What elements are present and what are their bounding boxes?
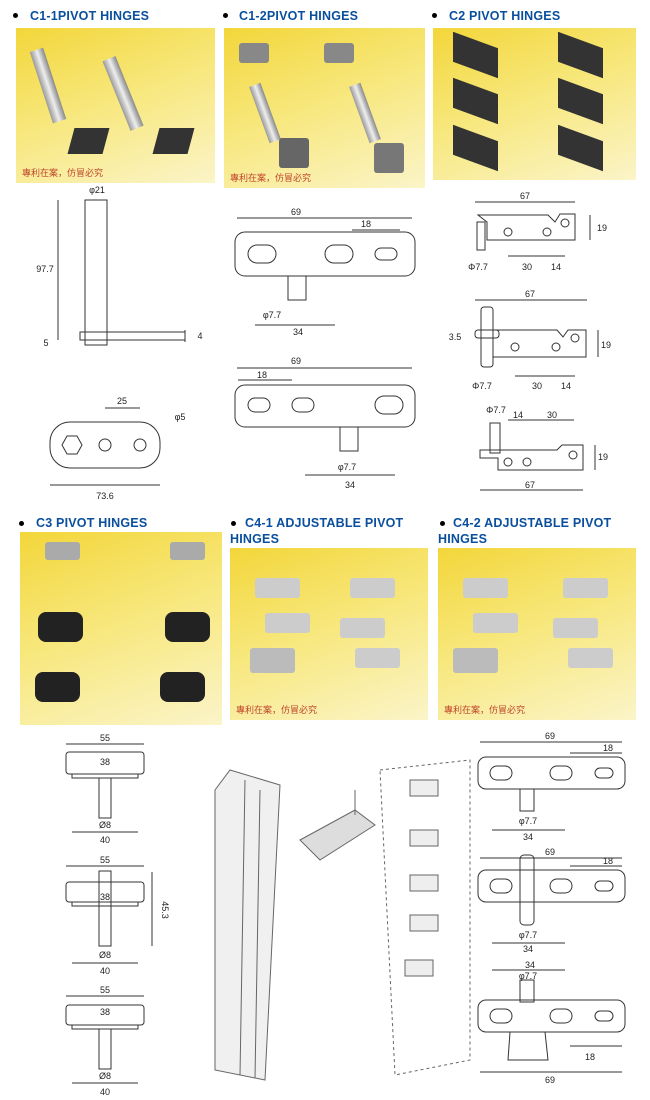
section-title-c1-1: C1-1PIVOT HINGES xyxy=(30,9,150,23)
section-title-c4-2: C4-2 ADJUSTABLE PIVOT HINGES xyxy=(438,516,612,546)
dim-label: Φ7.7 xyxy=(486,405,506,415)
dim-label: 18 xyxy=(603,743,613,753)
dim-label: φ7.7 xyxy=(263,310,281,320)
dim-label: 14 xyxy=(551,262,561,272)
dim-label: Φ7.7 xyxy=(472,381,492,391)
dim-label: 69 xyxy=(291,356,301,366)
bullet-icon xyxy=(440,521,445,526)
dim-label: 45.3 xyxy=(160,901,170,919)
dim-label: φ7.7 xyxy=(519,930,537,940)
dim-label: φ7.7 xyxy=(519,816,537,826)
dim-label: φ7.7 xyxy=(519,971,537,981)
dim-label: 55 xyxy=(100,733,110,743)
bullet-icon xyxy=(432,13,437,18)
dim-label: Ø8 xyxy=(99,950,111,960)
dim-label: 30 xyxy=(532,381,542,391)
dim-label: 14 xyxy=(513,410,523,420)
dim-label: 19 xyxy=(601,340,611,350)
section-title-c1-2: C1-2PIVOT HINGES xyxy=(239,9,359,23)
dim-label: 3.5 xyxy=(449,332,462,342)
dim-label: 69 xyxy=(545,731,555,741)
drawing-c4-2-top: 69 18 φ7.7 34 xyxy=(477,731,626,842)
dim-label: 38 xyxy=(100,757,110,767)
product-photo-c3 xyxy=(20,532,222,725)
drawing-c4-2-middle: 69 18 φ7.7 34 xyxy=(477,847,626,954)
dim-label: 30 xyxy=(522,262,532,272)
dim-label: 34 xyxy=(293,327,303,337)
bullet-icon xyxy=(223,13,228,18)
watermark-text: 專利在案，仿冒必究 xyxy=(22,169,104,179)
product-photo-c2 xyxy=(433,28,636,180)
section-title-c4-1: C4-1 ADJUSTABLE PIVOT HINGES xyxy=(230,516,404,546)
drawing-c2-bottom: Φ7.7 14 30 19 67 xyxy=(479,405,608,491)
dim-label: Ø8 xyxy=(99,820,111,830)
dim-label: 40 xyxy=(100,1087,110,1097)
dim-label: 30 xyxy=(547,410,557,420)
dim-label: 4 xyxy=(197,331,202,341)
drawing-c1-2-bottom: 69 18 φ7.7 34 xyxy=(234,356,416,490)
product-photo-c4-2: 專利在案，仿冒必究 xyxy=(438,548,636,720)
dim-label: φ21 xyxy=(89,185,105,195)
dim-label: 34 xyxy=(345,480,355,490)
dim-label: 34 xyxy=(525,960,535,970)
dim-label: 18 xyxy=(257,370,267,380)
dim-label: 5 xyxy=(43,338,48,348)
dim-label: 40 xyxy=(100,966,110,976)
dim-label: 40 xyxy=(100,835,110,845)
product-photo-c1-1: 專利在案，仿冒必究 xyxy=(16,28,215,183)
drawing-c1-2-top: 69 18 φ7.7 34 xyxy=(234,207,416,337)
bullet-icon xyxy=(19,521,24,526)
watermark-text: 專利在案，仿冒必究 xyxy=(444,706,526,716)
dim-label: φ5 xyxy=(175,412,186,422)
dim-label: 69 xyxy=(545,1075,555,1085)
drawing-c4-2-bottom: 34 φ7.7 18 69 xyxy=(477,960,626,1085)
dim-label: Φ7.7 xyxy=(468,262,488,272)
dim-label: 55 xyxy=(100,985,110,995)
dim-label: Ø8 xyxy=(99,1071,111,1081)
dim-label: 38 xyxy=(100,892,110,902)
dim-label: 69 xyxy=(291,207,301,217)
dim-label: 67 xyxy=(525,480,535,490)
watermark-text: 專利在案，仿冒必究 xyxy=(230,174,312,184)
dim-label: 19 xyxy=(597,223,607,233)
dim-label: 69 xyxy=(545,847,555,857)
dim-label: 55 xyxy=(100,855,110,865)
dim-label: 18 xyxy=(361,219,371,229)
bullet-icon xyxy=(231,521,236,526)
dim-label: 18 xyxy=(585,1052,595,1062)
drawing-c3-2: 55 38 45.3 Ø8 40 xyxy=(65,855,170,976)
product-photo-c4-1: 專利在案，仿冒必究 xyxy=(230,548,428,720)
product-photo-c1-2: 專利在案，仿冒必究 xyxy=(224,28,425,188)
dim-label: 14 xyxy=(561,381,571,391)
watermark-text: 專利在案，仿冒必究 xyxy=(236,706,318,716)
dim-label: φ7.7 xyxy=(338,462,356,472)
dim-label: 34 xyxy=(523,944,533,954)
section-title-c3: C3 PIVOT HINGES xyxy=(36,516,148,530)
dim-label: 25 xyxy=(117,396,127,406)
dim-label: 67 xyxy=(520,191,530,201)
dim-label: 19 xyxy=(598,452,608,462)
dim-label: 97.7 xyxy=(36,264,54,274)
drawing-c2-middle: 67 3.5 19 Φ7.7 30 14 xyxy=(449,289,611,391)
drawing-c3-1: 55 38 Ø8 40 xyxy=(65,733,145,845)
dim-label: 34 xyxy=(523,832,533,842)
dim-label: 67 xyxy=(525,289,535,299)
drawing-c2-top: 67 19 Φ7.7 30 14 xyxy=(468,191,607,272)
dim-label: 38 xyxy=(100,1007,110,1017)
drawing-c3-3: 55 38 Ø8 40 xyxy=(65,985,145,1097)
assembly-illustration xyxy=(214,759,471,1081)
section-title-c2: C2 PIVOT HINGES xyxy=(449,9,561,23)
dim-label: 18 xyxy=(603,856,613,866)
dim-label: 73.6 xyxy=(96,491,114,501)
drawing-c1-1: φ21 97.7 5 4 25 φ5 73.6 xyxy=(36,185,202,501)
bullet-icon xyxy=(13,13,18,18)
